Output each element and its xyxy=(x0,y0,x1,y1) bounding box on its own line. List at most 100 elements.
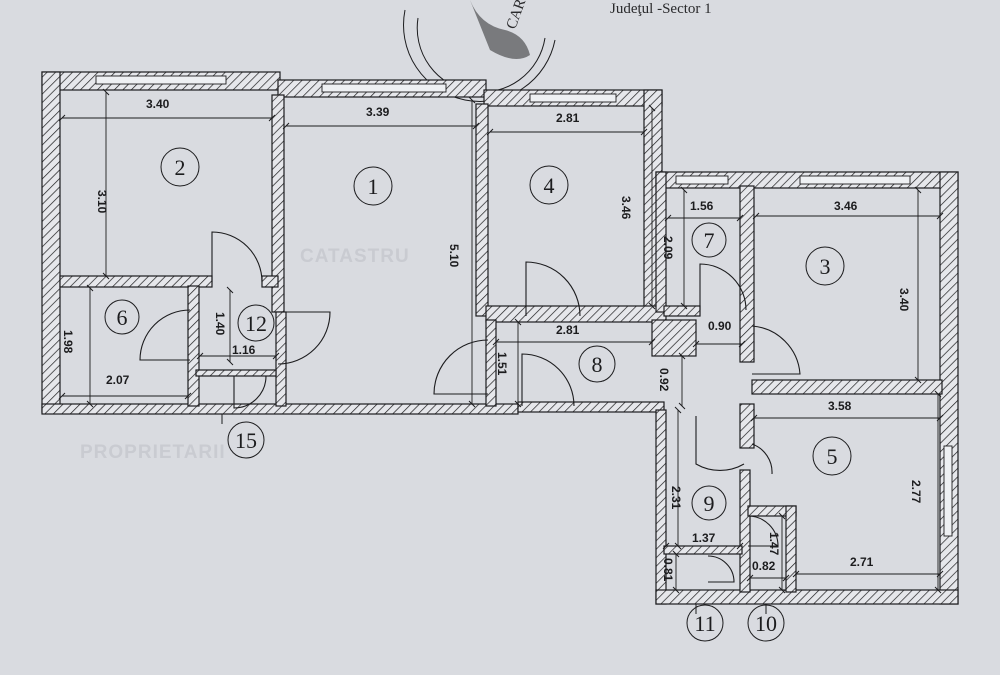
room-4-label: 4 xyxy=(544,173,555,198)
dim-room-5-lower-width: 2.71 xyxy=(850,555,874,569)
door-11 xyxy=(707,555,735,583)
room-6-marker: 6 xyxy=(104,299,140,335)
dim-hall-height: 0.92 xyxy=(657,368,671,392)
room-4-marker: 4 xyxy=(529,165,569,205)
dim-room-5-height: 2.77 xyxy=(909,480,923,504)
room-12-label: 12 xyxy=(245,311,267,336)
dim-room-9-height: 2.31 xyxy=(669,486,683,510)
windows xyxy=(95,75,953,537)
door-10 xyxy=(747,515,779,547)
wall-2-6 xyxy=(59,275,213,288)
room-2-label: 2 xyxy=(175,155,186,180)
door-8-left xyxy=(433,339,489,395)
door-3 xyxy=(751,325,801,375)
dim-room-1-width: 3.39 xyxy=(366,105,390,119)
room-5-label: 5 xyxy=(827,444,838,469)
wall-9-10 xyxy=(739,469,751,593)
wall-1-4 xyxy=(475,103,489,317)
door-1 xyxy=(277,311,331,365)
dimension-lines xyxy=(58,88,944,614)
room-labels: 1 2 3 4 5 6 7 8 xyxy=(104,147,852,642)
wall-11-top xyxy=(663,545,743,555)
door-5 xyxy=(751,443,773,475)
dim-hall-width: 0.90 xyxy=(708,319,732,333)
room-2-marker: 2 xyxy=(160,147,200,187)
ghost-text-line-2: PROPRIETARII xyxy=(80,442,226,463)
dim-room-7-height: 2.09 xyxy=(661,236,675,260)
wall-right-wing-left xyxy=(655,171,667,313)
dim-room-10-height: 1.47 xyxy=(767,532,781,556)
dim-room-11-width: 1.37 xyxy=(692,531,716,545)
dim-room-2-height: 3.10 xyxy=(95,190,109,214)
wall-4-8 xyxy=(485,305,667,323)
room-1-label: 1 xyxy=(368,174,379,199)
dim-room-3-width: 3.46 xyxy=(834,199,858,213)
room-11-label: 11 xyxy=(694,611,715,636)
window-room-4 xyxy=(529,93,617,103)
wall-12-15 xyxy=(195,369,277,377)
door-7 xyxy=(699,263,747,311)
dim-room-8-width: 2.81 xyxy=(556,323,580,337)
dim-room-12-width: 1.16 xyxy=(232,343,256,357)
room-10-label: 10 xyxy=(755,611,777,636)
wall-bottom-mid xyxy=(517,401,665,413)
stamp-text: CARTOGRAFI ... EŞTI xyxy=(504,0,569,31)
ghost-text-line-1: CATASTRU xyxy=(300,246,410,267)
dim-room-4-width: 2.81 xyxy=(556,111,580,125)
wall-3-5 xyxy=(751,379,943,395)
dim-room-6-width: 2.07 xyxy=(106,373,130,387)
room-7-marker: 7 xyxy=(691,222,727,258)
dim-room-3-height: 3.40 xyxy=(897,288,911,312)
room-8-marker: 8 xyxy=(578,345,616,383)
door-9 xyxy=(695,416,745,471)
room-3-label: 3 xyxy=(820,254,831,279)
window-room-5 xyxy=(943,445,953,537)
room-12-marker: 12 xyxy=(237,304,275,342)
room-9-label: 9 xyxy=(704,491,715,516)
dim-room-11-height: 0.81 xyxy=(661,558,675,582)
wall-bottom-right xyxy=(655,589,959,605)
room-9-marker: 9 xyxy=(691,485,727,521)
doors xyxy=(139,231,801,583)
door-8-bottom xyxy=(521,353,575,407)
walls xyxy=(41,71,959,605)
wall-9-5 xyxy=(739,403,755,449)
room-15-marker: 15 xyxy=(227,421,265,459)
room-7-label: 7 xyxy=(704,228,715,253)
background-text: CATASTRU PROPRIETARII xyxy=(80,246,410,463)
window-room-1 xyxy=(321,83,447,93)
room-8-label: 8 xyxy=(592,352,603,377)
wall-1-8 xyxy=(485,319,497,407)
wall-right-outer xyxy=(939,171,959,605)
wall-2-6b xyxy=(261,275,279,288)
wall-12-1 xyxy=(275,311,287,407)
wall-column xyxy=(651,319,697,357)
wall-7-3 xyxy=(739,185,755,363)
door-6 xyxy=(139,309,191,361)
wall-10-right xyxy=(785,505,797,593)
dim-room-8-height: 1.51 xyxy=(495,352,509,376)
room-1-marker: 1 xyxy=(353,166,393,206)
dim-room-7-width: 1.56 xyxy=(690,199,714,213)
county-sector-label: Judeţul -Sector 1 xyxy=(610,1,712,17)
window-room-2 xyxy=(95,75,227,85)
dim-room-5-width: 3.58 xyxy=(828,399,852,413)
dim-room-6-height: 1.98 xyxy=(61,330,75,354)
door-15 xyxy=(233,375,267,409)
wall-left xyxy=(41,71,61,413)
dim-room-1-height: 5.10 xyxy=(447,244,461,268)
dim-room-12-height: 1.40 xyxy=(213,312,227,336)
room-6-label: 6 xyxy=(117,305,128,330)
wall-6-12 xyxy=(187,285,200,407)
window-room-3 xyxy=(799,175,911,185)
dim-room-2-width: 3.40 xyxy=(146,97,170,111)
door-4 xyxy=(525,261,581,317)
door-2 xyxy=(211,231,263,283)
dimension-labels: 3.40 3.39 2.81 3.10 5.10 3.46 1.56 2.09 … xyxy=(61,97,923,582)
room-10-marker: 10 xyxy=(747,604,785,642)
room-3-marker: 3 xyxy=(805,246,845,286)
window-room-7 xyxy=(675,175,729,185)
room-11-marker: 11 xyxy=(686,604,724,642)
